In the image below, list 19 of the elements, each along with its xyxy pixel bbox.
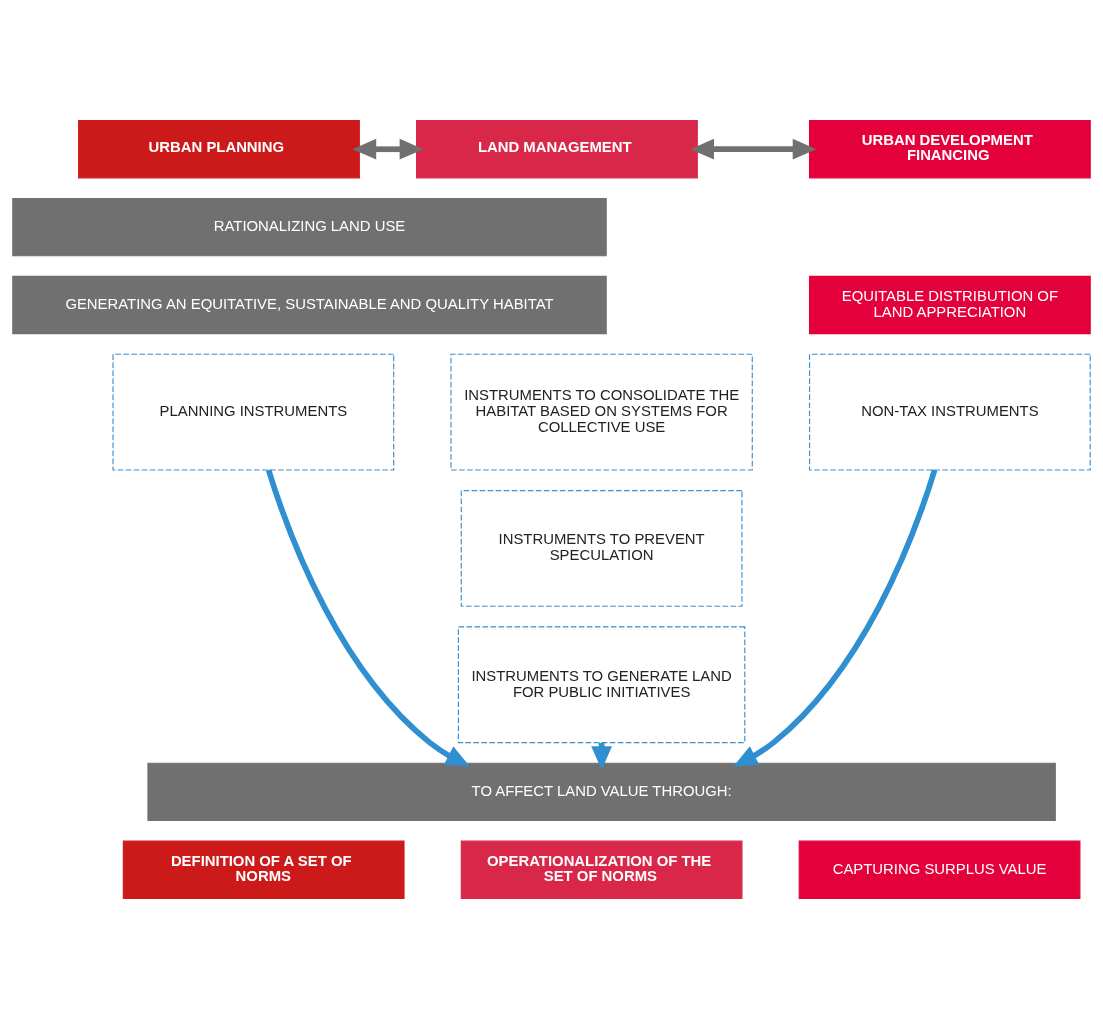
arrow [733, 469, 938, 767]
node-box: DEFINITION OF A SET OF NORMS [122, 840, 405, 899]
node-box: INSTRUMENTS TO PREVENT SPECULATION [460, 490, 743, 607]
node-box: LAND MANAGEMENT [416, 120, 698, 179]
node-box: PLANNING INSTRUMENTS [112, 353, 395, 471]
arrow [352, 138, 424, 160]
node-box: INSTRUMENTS TO GENERATE LAND FOR PUBLIC INITIATIVES [457, 626, 746, 744]
node-box: URBAN DEVELOPMENT FINANCING [808, 120, 1091, 179]
arrow [690, 138, 817, 160]
node-box: OPERATIONALIZATION OF THE SET OF NORMS [460, 840, 743, 899]
node-box: GENERATING AN EQUITATIVE, SUSTAINABLE AND QUALITY HABITAT [12, 275, 607, 335]
node-box: RATIONALIZING LAND USE [12, 197, 607, 257]
node-box: NON-TAX INSTRUMENTS [808, 353, 1091, 471]
node-box: CAPTURING SURPLUS VALUE [798, 840, 1081, 899]
node-box: EQUITABLE DISTRIBUTION OF LAND APPRECIATION [808, 275, 1091, 335]
node-box: INSTRUMENTS TO CONSOLIDATE THE HABITAT BASED ON SYSTEMS FOR COLLECTIVE USE [450, 353, 753, 471]
arrow [265, 469, 470, 767]
node-box: TO AFFECT LAND VALUE THROUGH: [147, 762, 1056, 822]
node-box: URBAN PLANNING [78, 120, 360, 179]
